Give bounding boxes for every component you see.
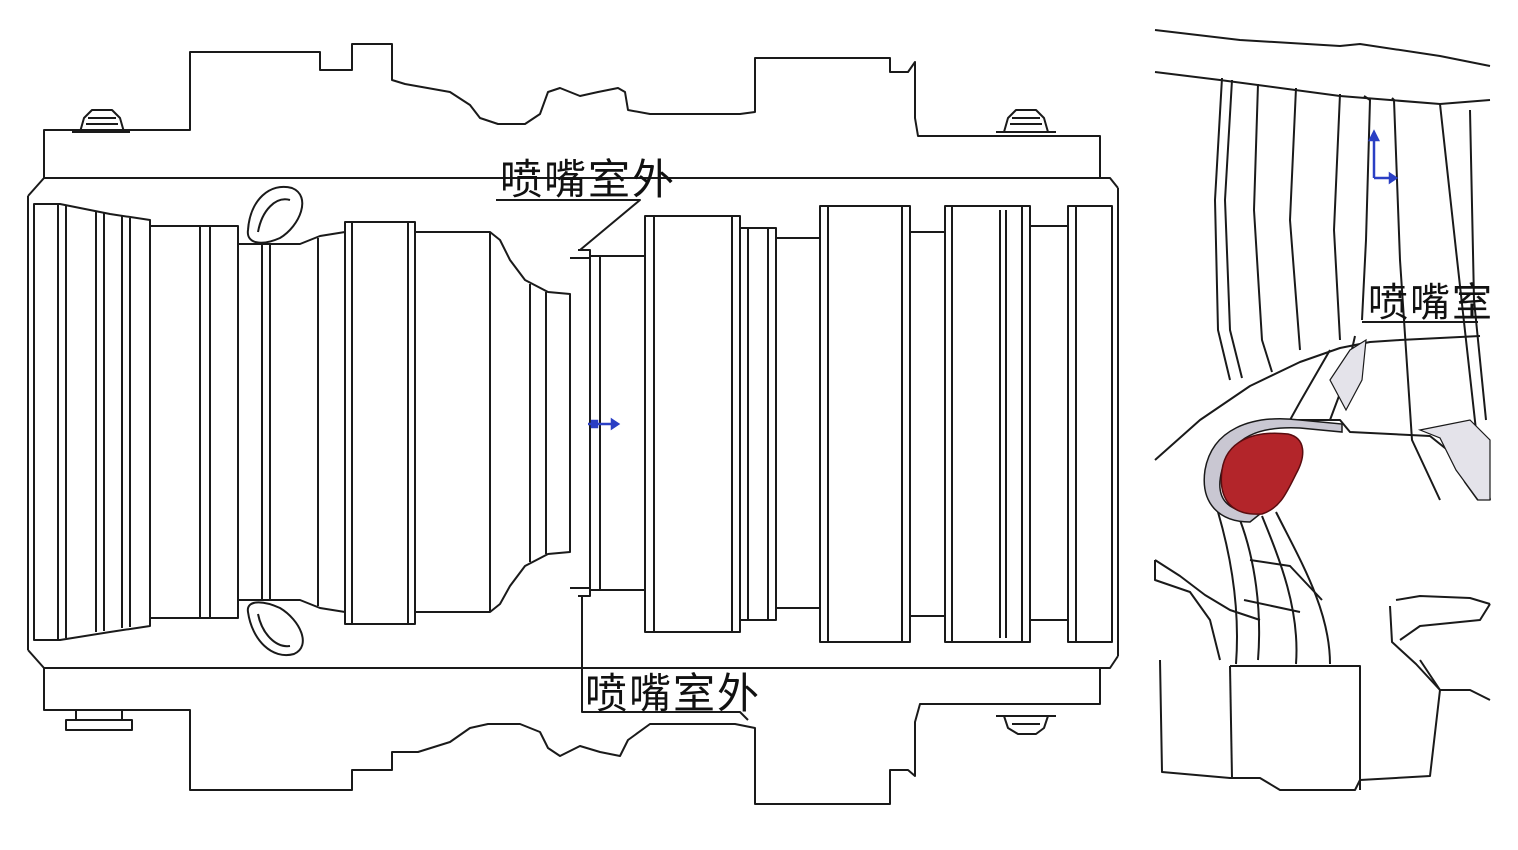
bolt-fitting-tr [996, 109, 1056, 133]
axis-marker-right [1367, 129, 1399, 185]
nozzle-section-highlight [1220, 432, 1304, 515]
leader-top [496, 199, 641, 251]
bolt-fitting-bl [65, 710, 133, 731]
label-nozzle-chamber-outer-bottom: 喷嘴室外 [585, 669, 762, 718]
inlet-oval-top [246, 185, 304, 244]
bolt-fitting-br [996, 715, 1056, 735]
leader-bottom [581, 596, 749, 721]
axis-marker-left [588, 417, 621, 431]
label-nozzle-chamber-outer-top: 喷嘴室外 [500, 155, 677, 204]
label-nozzle-chamber: 喷嘴室 [1368, 280, 1494, 326]
inlet-oval-bottom [246, 601, 304, 657]
casing-outer-bottom [43, 655, 1119, 805]
bolt-fitting-tl [72, 109, 130, 133]
casing-outer-top [43, 43, 1119, 189]
